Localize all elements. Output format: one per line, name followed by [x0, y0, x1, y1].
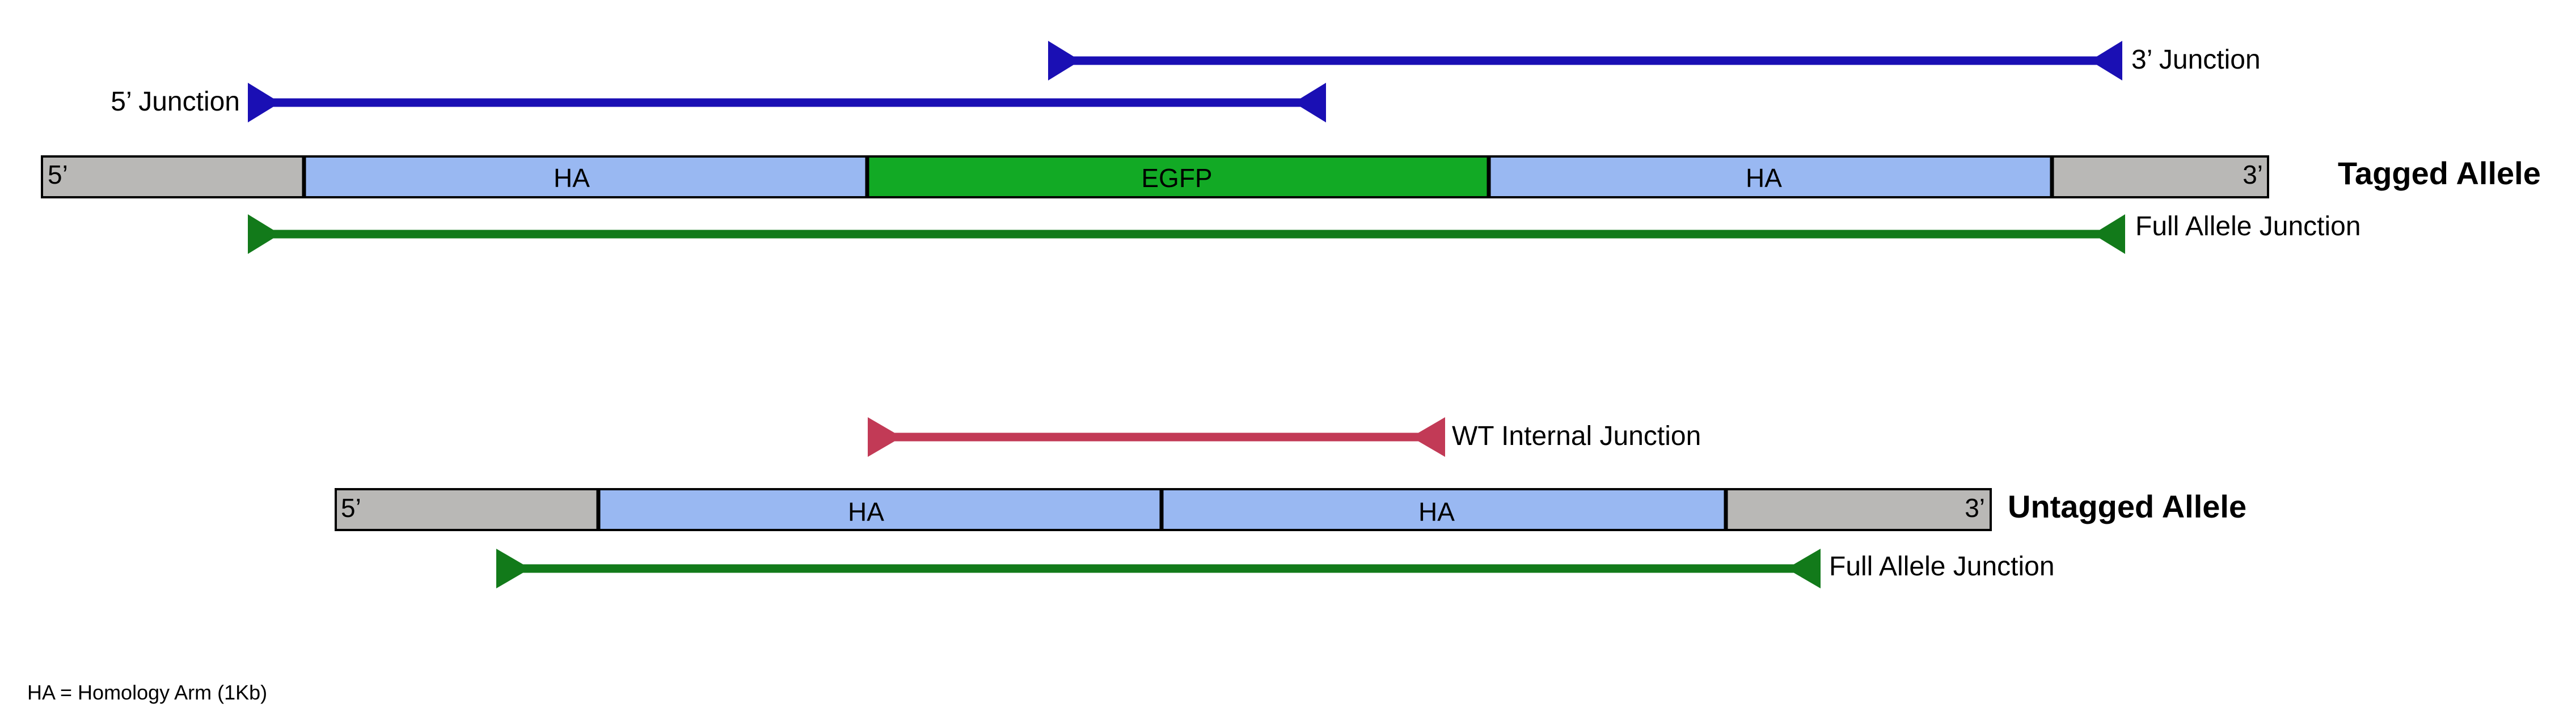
wt-internal-junction: WT Internal Junction: [868, 417, 1701, 457]
homology-arm-label: HA: [1418, 497, 1455, 527]
five-prime-junction: 5’ Junction: [111, 83, 1326, 122]
three-prime-junction-label: 3’ Junction: [2131, 45, 2261, 75]
five-prime-end-label: 5’: [341, 493, 361, 523]
five-prime-flank: [41, 155, 305, 198]
full-allele-junction-label: Full Allele Junction: [1829, 552, 2055, 582]
reverse-primer-arrow: [1411, 417, 1445, 457]
forward-primer-arrow: [248, 214, 280, 254]
egfp-label: EGFP: [1141, 163, 1212, 193]
three-prime-flank: [2051, 155, 2269, 198]
homology-arm-label: HA: [1746, 163, 1782, 193]
untagged-full-allele-junction: Full Allele Junction: [496, 549, 2055, 588]
three-prime-junction: 3’ Junction: [1048, 41, 2261, 80]
forward-primer-arrow: [248, 83, 280, 122]
three-prime-end-label: 3’: [1965, 493, 1985, 523]
full-allele-junction-label: Full Allele Junction: [2135, 211, 2361, 241]
forward-primer-arrow: [868, 417, 902, 457]
three-prime-end-label: 3’: [2243, 160, 2263, 189]
five-prime-flank: [335, 488, 599, 531]
reverse-primer-arrow: [1294, 83, 1326, 122]
untagged-allele-title: Untagged Allele: [2008, 489, 2246, 524]
untagged-allele-bar: 5’ HA HA 3’: [335, 488, 1992, 531]
tagged-allele-title: Tagged Allele: [2338, 155, 2541, 191]
wt-internal-junction-label: WT Internal Junction: [1452, 421, 1701, 451]
reverse-primer-arrow: [2093, 214, 2125, 254]
five-prime-end-label: 5’: [48, 160, 68, 189]
three-prime-flank: [1725, 488, 1992, 531]
reverse-primer-arrow: [1787, 549, 1821, 588]
reverse-primer-arrow: [2090, 41, 2122, 80]
tagged-full-allele-junction: Full Allele Junction: [248, 211, 2361, 254]
homology-arm-label: HA: [848, 497, 884, 527]
tagged-allele-bar: 5’ HA EGFP HA 3’: [41, 155, 2269, 198]
five-prime-junction-label: 5’ Junction: [111, 87, 240, 117]
footnote: HA = Homology Arm (1Kb): [27, 681, 267, 704]
forward-primer-arrow: [1048, 41, 1080, 80]
forward-primer-arrow: [496, 549, 530, 588]
homology-arm-label: HA: [554, 163, 590, 193]
